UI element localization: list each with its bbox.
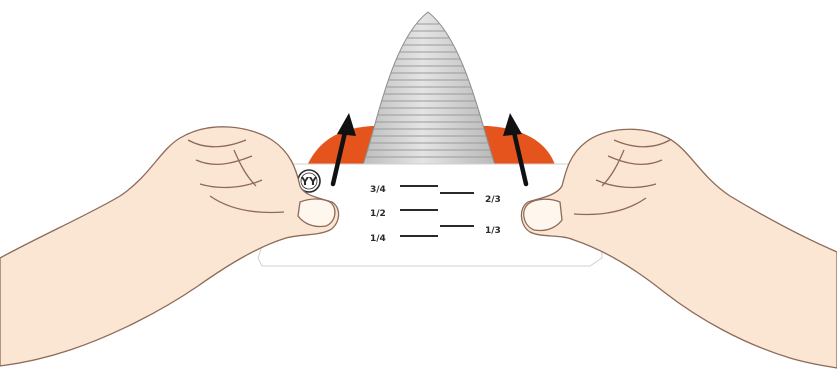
mark-label-1-3: 1/3 <box>485 226 501 236</box>
mark-label-3-4: 3/4 <box>370 185 386 195</box>
mark-label-1-4: 1/4 <box>370 234 386 244</box>
mark-label-2-3: 2/3 <box>485 195 501 205</box>
mark-label-1-2: 1/2 <box>370 209 386 219</box>
logo-text: YY <box>300 175 318 188</box>
